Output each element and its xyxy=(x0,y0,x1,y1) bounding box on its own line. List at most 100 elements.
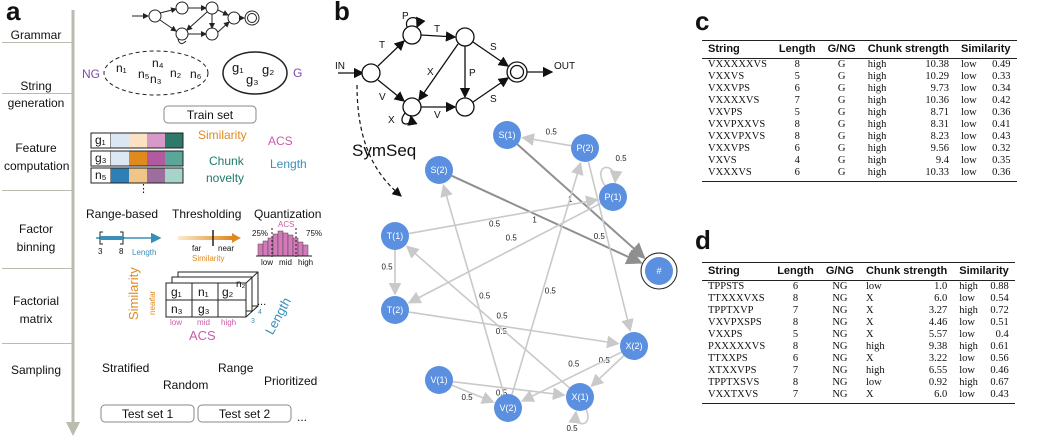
matrix-length-tick: 3 xyxy=(251,318,255,325)
ng-item: n₂ xyxy=(170,66,182,80)
table-cell: high xyxy=(865,365,885,376)
table-cell: high xyxy=(959,305,978,316)
matrix-dots: ... xyxy=(257,296,267,308)
graph-node-label: V(1) xyxy=(430,375,447,385)
table-cell: 0.92 xyxy=(928,377,948,388)
edge-weight-label: 1 xyxy=(532,216,537,225)
table-d: String Length G/NG Chunk strength Simila… xyxy=(702,262,1015,404)
table-cell: VXXXXVS xyxy=(708,95,760,106)
range-axis-label: Length xyxy=(132,248,157,257)
table-cell: 8 xyxy=(792,317,799,328)
table-cell: 0.61 xyxy=(990,341,1009,352)
table-cell: 1.0 xyxy=(934,281,948,292)
feature-row-dots: ⋮ xyxy=(138,183,149,195)
table-cell: low xyxy=(959,365,976,376)
quantization-title: Quantization xyxy=(254,207,322,221)
matrix-acs-col: high xyxy=(221,318,237,327)
test-set-dots: ... xyxy=(297,410,308,424)
stage-factorial: Factorial xyxy=(12,294,59,308)
table-cell: high xyxy=(867,131,887,142)
table-cell: high xyxy=(867,119,887,130)
table-cell: 8.71 xyxy=(930,107,949,118)
graph-node-label: P(1) xyxy=(604,192,621,202)
q-acs-label: ACS xyxy=(278,220,295,229)
table-cell: high xyxy=(867,59,887,70)
graph-node-label: T(1) xyxy=(387,231,404,241)
table-cell: G xyxy=(837,107,846,118)
panel-c-letter: c xyxy=(695,6,710,36)
table-cell: X xyxy=(865,305,874,316)
graph-node-label: X(1) xyxy=(571,392,588,402)
test-set-1-box xyxy=(100,404,195,423)
ng-item: n₁ xyxy=(116,61,127,75)
table-cell: VXXVS xyxy=(708,71,745,82)
table-cell: 6.0 xyxy=(906,389,954,404)
matrix-acs-col: mid xyxy=(197,318,210,327)
q-bin: low xyxy=(261,258,274,267)
ng-label: NG xyxy=(82,67,100,81)
graph-node: S(2) xyxy=(425,156,453,184)
table-cell: 0.49 xyxy=(992,59,1011,70)
matrix-length-tick: 4 xyxy=(258,309,262,316)
edge-weight-label: 0.5 xyxy=(594,232,606,241)
table-cell: NG xyxy=(832,317,848,328)
factorial-matrix-cube xyxy=(165,271,259,318)
table-cell: VXXXVS xyxy=(702,167,773,182)
graph-edge xyxy=(408,195,599,235)
table-cell: high xyxy=(861,167,905,182)
feature-length: Length xyxy=(270,157,307,171)
test-set-2-label: Test set 2 xyxy=(218,407,271,421)
table-cell: VXXVPS xyxy=(708,83,751,94)
matrix-acs-col: low xyxy=(170,318,183,327)
sampling-stratified: Stratified xyxy=(102,361,150,375)
graph-node: T(1) xyxy=(381,222,409,250)
graph-node-label: X(2) xyxy=(625,341,642,351)
grammar-edge-label: V xyxy=(434,110,441,121)
feature-acs: ACS xyxy=(268,134,293,148)
table-cell: 0.51 xyxy=(990,317,1009,328)
grammar-edge-label: S xyxy=(490,42,497,53)
table-cell: low xyxy=(961,155,977,166)
edge-weight-label: 0.5 xyxy=(381,262,393,271)
threshold-bin-icon xyxy=(178,230,241,246)
table-cell: 0.43 xyxy=(992,131,1011,142)
table-cell: 7 xyxy=(771,389,820,404)
grammar-edge-label: V xyxy=(379,92,386,103)
feature-row-label: g₃ xyxy=(95,151,107,165)
table-cell: high xyxy=(867,155,887,166)
graph-edge xyxy=(405,245,570,389)
graph-edge xyxy=(452,380,566,401)
stage-factor: Factor xyxy=(18,222,53,236)
table-cell: G xyxy=(837,71,846,82)
table-cell: VXXVPS xyxy=(708,143,751,154)
table-cell: 10.33 xyxy=(904,167,955,182)
table-cell: low xyxy=(961,131,977,142)
grammar-edge-label: T xyxy=(379,40,386,51)
table-cell: G xyxy=(837,155,846,166)
test-set-2-box xyxy=(197,404,292,423)
table-cell: VXXPS xyxy=(708,329,743,340)
sampling-range: Range xyxy=(218,361,254,375)
table-cell: 7 xyxy=(792,365,799,376)
stage-generation: generation xyxy=(7,96,65,110)
table-cell: 0.36 xyxy=(984,167,1017,182)
table-cell: 0.46 xyxy=(990,365,1009,376)
graph-node: V(1) xyxy=(425,366,453,394)
graph-node: S(1) xyxy=(493,121,521,149)
quantization-histogram xyxy=(256,228,312,257)
grammar-in-label: IN xyxy=(335,61,345,72)
graph-edge xyxy=(516,143,646,259)
graph-node: X(2) xyxy=(620,332,648,360)
table-cell: NG xyxy=(819,389,860,404)
ng-item: n₆ xyxy=(190,67,202,81)
matrix-cell: n₃ xyxy=(171,302,183,316)
table-cell: 8 xyxy=(792,293,799,304)
table-cell: VXVS xyxy=(708,155,737,166)
panel-a-letter: a xyxy=(6,0,21,26)
graph-node: P(2) xyxy=(571,134,599,162)
g-item: g₂ xyxy=(262,62,275,77)
